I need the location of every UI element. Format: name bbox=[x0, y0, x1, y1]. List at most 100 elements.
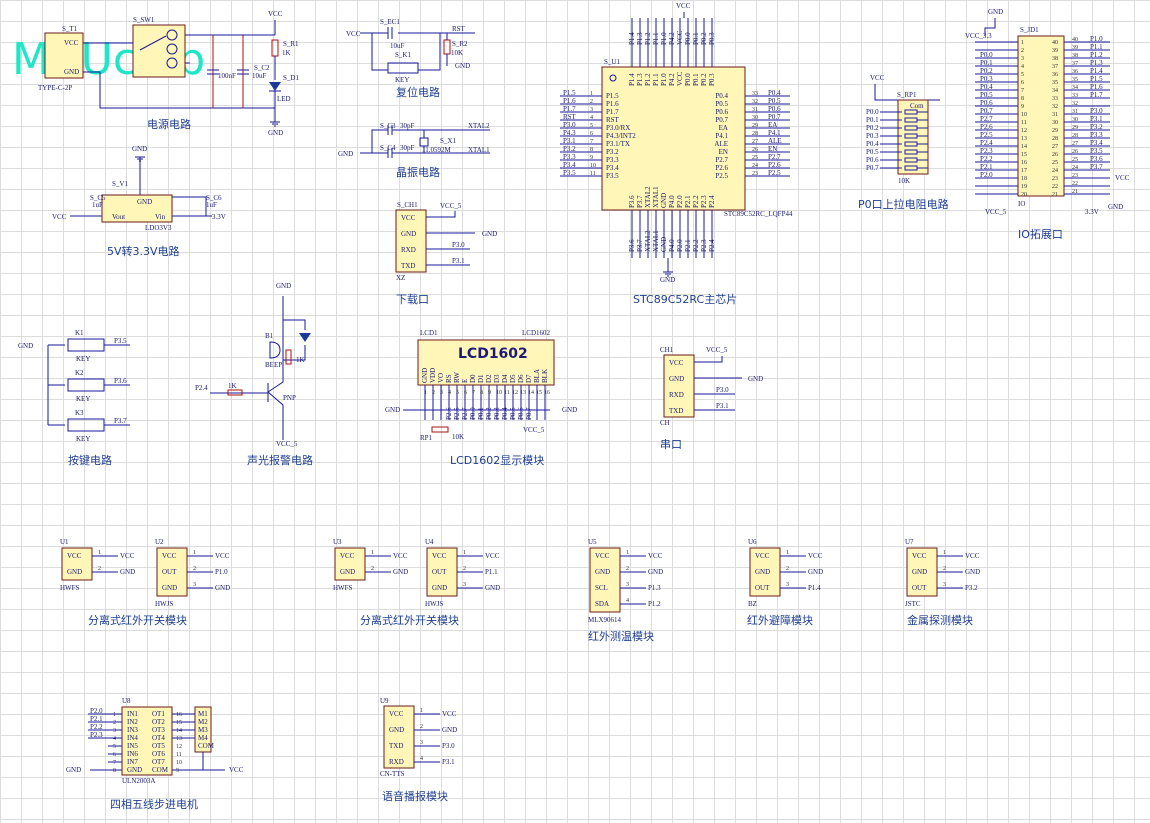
label-crystal: 晶振电路 bbox=[396, 165, 440, 179]
reset-cap-val: 10uF bbox=[390, 42, 405, 50]
io-left-net: P0.5 bbox=[980, 91, 993, 99]
module-ref: U2 bbox=[155, 538, 164, 546]
io-pin-num: 6 bbox=[1021, 80, 1024, 86]
uln-pin-num: 9 bbox=[176, 768, 179, 774]
io-pin-num-out: 37 bbox=[1072, 61, 1078, 67]
io-pin-num-out: 38 bbox=[1072, 53, 1078, 59]
module-part: HWJS bbox=[425, 600, 443, 608]
mcu-net-label: P1.5 bbox=[563, 89, 576, 97]
io-pin-num-out: 29 bbox=[1072, 125, 1078, 131]
module-pin-num: 1 bbox=[371, 550, 374, 556]
uln-out-pin: OT5 bbox=[152, 742, 165, 750]
x-ref: S_X1 bbox=[440, 137, 456, 145]
uln-out-pin: COM bbox=[152, 766, 169, 774]
mcu-net-label: P0.7 bbox=[768, 113, 781, 121]
module-pin: OUT bbox=[432, 568, 447, 576]
pullup-net: P0.4 bbox=[866, 140, 879, 148]
res-val: 1K bbox=[282, 49, 291, 57]
mcu-pin-label: EN bbox=[719, 148, 728, 156]
module-net: P3.2 bbox=[965, 584, 978, 592]
mcu-pin-num: 26 bbox=[752, 147, 758, 153]
mcu-net-label: P2.1 bbox=[684, 239, 692, 252]
mcu-pin-label: P4.1 bbox=[715, 132, 728, 140]
power-vcc: VCC bbox=[268, 10, 283, 18]
mcu-pin-label: P4.2 bbox=[668, 73, 676, 86]
mcu-vcc: VCC bbox=[676, 2, 691, 10]
io-left-net: P2.2 bbox=[980, 155, 993, 163]
mcu-pin-num: 24 bbox=[752, 163, 758, 169]
uln2003-chip bbox=[121, 706, 173, 776]
voice-net: P3.1 bbox=[442, 758, 455, 766]
lcd-pin-num: 14 bbox=[528, 390, 534, 396]
key-val: KEY bbox=[76, 395, 90, 403]
mcu-net-label: P1.6 bbox=[563, 97, 576, 105]
io-right-net: P3.4 bbox=[1090, 139, 1103, 147]
io-left-net: P0.1 bbox=[980, 59, 993, 67]
io-pin-num: 13 bbox=[1021, 136, 1027, 142]
mcu-net-label: P1.2 bbox=[644, 32, 652, 45]
voice-ref: U9 bbox=[380, 697, 389, 705]
io-pin-num: 39 bbox=[1052, 48, 1058, 54]
io-pin-num: 5 bbox=[1021, 72, 1024, 78]
buzzer-val: BEEP bbox=[265, 361, 282, 369]
io-pin-num-out: 23 bbox=[1072, 173, 1078, 179]
mcu-net-label: RST bbox=[563, 113, 577, 121]
io-right-net: P3.6 bbox=[1090, 155, 1103, 163]
mcu-net-label: P4.1 bbox=[768, 129, 781, 137]
mcu-net-label: P3.7 bbox=[636, 239, 644, 252]
uln-in-pin: IN3 bbox=[127, 726, 138, 734]
voice-pin-num: 1 bbox=[420, 708, 423, 714]
mcu-pin-label: P2.6 bbox=[715, 164, 728, 172]
mcu-pin-label: P2.7 bbox=[715, 156, 728, 164]
module-pin: SCL bbox=[595, 584, 608, 592]
mcu-net-label: P2.2 bbox=[692, 239, 700, 252]
module-box bbox=[61, 547, 93, 581]
module-net: GND bbox=[485, 584, 500, 592]
reset-res-ref: S_R2 bbox=[452, 40, 468, 48]
lcd-pin-num: 15 bbox=[536, 390, 542, 396]
module-part: HWFS bbox=[60, 584, 80, 592]
lcd-net: P0.4 bbox=[501, 407, 509, 420]
io-pin-num-out: 22 bbox=[1072, 181, 1078, 187]
key-switch bbox=[67, 418, 105, 432]
c5-ref: S_C5 bbox=[90, 194, 106, 202]
uln-pin-num: 13 bbox=[176, 736, 182, 742]
power-switch bbox=[132, 24, 186, 78]
io-pin-num: 20 bbox=[1021, 192, 1027, 198]
dl-net-3: P3.1 bbox=[452, 257, 465, 265]
module-pin: VCC bbox=[340, 552, 355, 560]
module-net: P1.1 bbox=[485, 568, 498, 576]
mcu-left-pins: P1.51P1.5P1.62P1.6P1.73P1.7RST4RSTP3.0/R… bbox=[560, 89, 636, 180]
label-power: 电源电路 bbox=[147, 117, 191, 131]
mcu-pin-label: P3.7 bbox=[636, 195, 644, 208]
c5-val: 1uF bbox=[92, 201, 103, 209]
mcu-net-label: P3.2 bbox=[563, 145, 576, 153]
ldo-pin-vin: Vin bbox=[155, 213, 166, 221]
usb-connector bbox=[44, 32, 84, 79]
mcu-pin-label: P2.4 bbox=[708, 195, 716, 208]
keys-gnd: GND bbox=[18, 342, 33, 350]
serial-part: CH bbox=[660, 419, 670, 427]
label-serial: 串口 bbox=[660, 438, 682, 451]
mcu-pin-label: VCC bbox=[676, 71, 684, 86]
module-box bbox=[589, 547, 621, 613]
module-pin: VCC bbox=[912, 552, 927, 560]
lcd-pin-label: D1 bbox=[477, 374, 485, 383]
mcu-pin-label: P0.6 bbox=[715, 108, 728, 116]
lcd-body bbox=[417, 339, 555, 386]
reset-res-val: 10K bbox=[451, 49, 463, 57]
module-pin-num: 3 bbox=[193, 582, 196, 588]
mcu-pin-num: 28 bbox=[752, 131, 758, 137]
voice-pin-num: 3 bbox=[420, 740, 423, 746]
voice-pin-num: 4 bbox=[420, 756, 423, 762]
mcu-net-label: P1.3 bbox=[636, 32, 644, 45]
mcu-pin-label: P1.2 bbox=[644, 73, 652, 86]
pullup-array bbox=[897, 99, 929, 175]
mcu-pin-label: P2.1 bbox=[684, 195, 692, 208]
label-ir2: 分离式红外开关模块 bbox=[360, 613, 459, 627]
uln-net: P2.1 bbox=[90, 715, 103, 723]
module-net: VCC bbox=[120, 552, 135, 560]
io-pin-num: 24 bbox=[1052, 168, 1058, 174]
